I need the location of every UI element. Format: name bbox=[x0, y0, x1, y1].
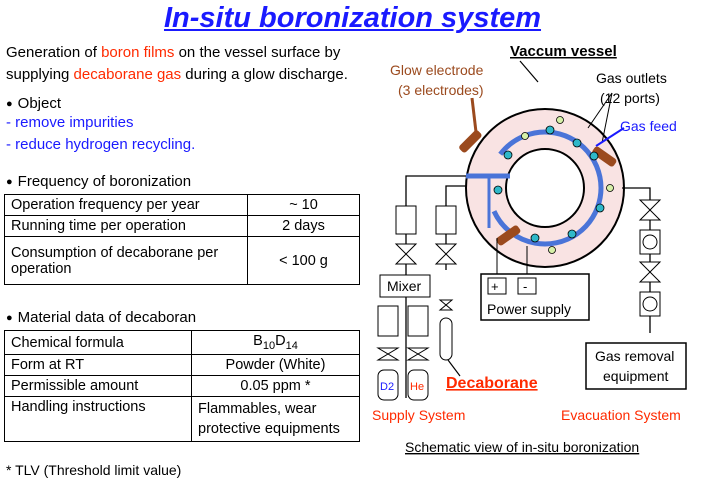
object-section: Object - remove impurities - reduce hydr… bbox=[6, 95, 195, 156]
filter-icon bbox=[435, 205, 457, 235]
valve-icon bbox=[638, 261, 662, 283]
valve-icon bbox=[438, 299, 454, 311]
frequency-heading: Frequency of boronization bbox=[6, 173, 191, 190]
table-cell: 0.05 ppm * bbox=[191, 375, 360, 397]
gas-removal-label-2: equipment bbox=[603, 368, 668, 384]
table-row: Chemical formula B10D14 bbox=[4, 330, 360, 355]
boronization-schematic: Vaccum vessel Glow electrode (3 electrod… bbox=[372, 43, 687, 455]
vessel-inner-wall bbox=[505, 148, 585, 228]
supply-system-label: Supply System bbox=[372, 407, 465, 423]
minus-terminal: - bbox=[523, 279, 527, 294]
object-heading: Object bbox=[6, 95, 195, 112]
vessel-label: Vaccum vessel bbox=[510, 43, 617, 60]
table-cell: Operation frequency per year bbox=[4, 194, 248, 216]
valve-icon bbox=[434, 243, 458, 265]
glow-electrode bbox=[459, 130, 482, 153]
filter-icon bbox=[395, 205, 417, 235]
decaborane-label: Decaborane bbox=[446, 375, 538, 392]
he-cylinder bbox=[407, 369, 429, 401]
filter-icon bbox=[377, 305, 399, 337]
gas-outlets-count: (12 ports) bbox=[600, 90, 660, 106]
he-label: He bbox=[410, 381, 424, 393]
frequency-table: Operation frequency per year~ 10 Running… bbox=[4, 194, 360, 285]
gas-ports bbox=[493, 116, 614, 254]
material-heading: Material data of decaboran bbox=[6, 309, 196, 326]
table-cell: ~ 10 bbox=[247, 194, 360, 216]
table-cell: 2 days bbox=[247, 215, 360, 237]
glow-electrode-count: (3 electrodes) bbox=[398, 82, 484, 98]
gas-removal-label: Gas removal bbox=[595, 348, 674, 364]
table-cell: < 100 g bbox=[247, 236, 360, 285]
table-cell: Form at RT bbox=[4, 354, 192, 376]
chemical-formula: B10D14 bbox=[191, 330, 360, 355]
evacuation-system-label: Evacuation System bbox=[561, 407, 681, 423]
footnote: * TLV (Threshold limit value) bbox=[6, 462, 182, 478]
decaborane-vessel bbox=[439, 317, 453, 361]
glow-electrode bbox=[496, 225, 521, 246]
mixer-label: Mixer bbox=[387, 278, 422, 294]
plus-terminal: + bbox=[491, 279, 499, 294]
glow-electrode bbox=[592, 146, 617, 167]
table-row: Operation frequency per year~ 10 bbox=[4, 194, 360, 216]
page-title: In-situ boronization system bbox=[163, 2, 542, 34]
table-cell: Powder (White) bbox=[191, 354, 360, 376]
table-cell: Handling instructions bbox=[4, 396, 192, 442]
valve-icon bbox=[394, 243, 418, 265]
gas-feed-label: Gas feed bbox=[620, 118, 677, 134]
valve-icon bbox=[406, 347, 430, 361]
intro-text: Generation of boron films on the vessel … bbox=[6, 44, 348, 83]
valve-icon bbox=[638, 199, 662, 221]
table-cell: Chemical formula bbox=[4, 330, 192, 355]
gas-feed-ring bbox=[486, 129, 604, 247]
gas-outlets-label: Gas outlets bbox=[596, 70, 667, 86]
schematic-caption: Schematic view of in-situ boronization bbox=[405, 439, 639, 455]
object-item: - remove impurities bbox=[6, 114, 134, 131]
d2-label: D2 bbox=[380, 381, 394, 393]
table-cell: Permissible amount bbox=[4, 375, 192, 397]
table-row: Consumption of decaborane per operation<… bbox=[4, 236, 360, 285]
table-cell: Consumption of decaborane per operation bbox=[4, 236, 248, 285]
object-item: - reduce hydrogen recycling. bbox=[6, 136, 196, 153]
gas-removal-box bbox=[585, 342, 687, 390]
filter-icon bbox=[407, 305, 429, 337]
table-cell: Running time per operation bbox=[4, 215, 248, 237]
glow-electrode-label: Glow electrode bbox=[390, 62, 484, 78]
mixer-box bbox=[379, 274, 431, 298]
table-cell: Flammables, wear protective equipments bbox=[191, 396, 360, 442]
d2-cylinder bbox=[377, 369, 399, 401]
valve-icon bbox=[376, 347, 400, 361]
power-supply-label: Power supply bbox=[487, 301, 571, 317]
